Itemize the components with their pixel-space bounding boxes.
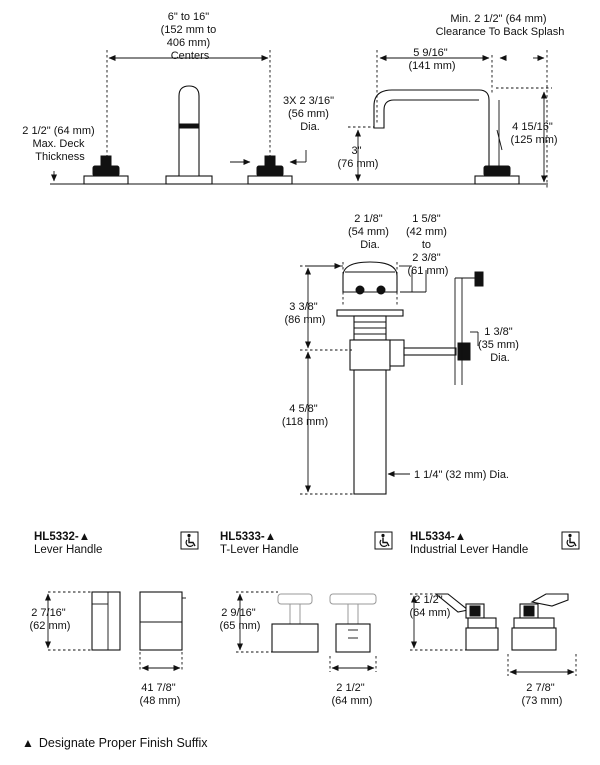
lever-height-label: 2 7/16" (62 mm) — [30, 607, 71, 632]
finish-suffix-note: ▲ Designate Proper Finish Suffix — [22, 736, 208, 750]
body-height-label: 3 3/8" (86 mm) — [285, 301, 326, 326]
spout-height-label: 4 15/16" (125 mm) — [510, 121, 557, 146]
hole-diameter-label: 3X 2 3/16" (56 mm) Dia. — [283, 95, 337, 133]
faucet-elevation — [50, 50, 552, 188]
industrial-lever-handle-drawing — [410, 593, 577, 676]
drain-dimension-labels: 2 1/8" (54 mm) Dia. 1 5/8" (42 mm) to 2 … — [282, 213, 522, 481]
body-range-label: 1 5/8" (42 mm) to 2 3/8" (61 mm) — [406, 213, 450, 277]
lever-width-label: 41 7/8" (48 mm) — [140, 682, 181, 707]
reach-label: 5 9/16" (141 mm) — [408, 47, 455, 72]
centers-label: 6" to 16" (152 mm to 406 mm) Centers — [161, 11, 220, 62]
handle-name-3: Industrial Lever Handle — [410, 544, 528, 556]
lever-handle-drawing — [45, 591, 186, 672]
deck-thickness-label: 2 1/2" (64 mm) Max. Deck Thickness — [22, 125, 97, 163]
handle-titles: HL5332-▲ Lever Handle HL5333-▲ T-Lever H… — [34, 531, 528, 556]
tailpiece-label: 1 1/4" (32 mm) Dia. — [414, 469, 509, 481]
handle-model-3: HL5334-▲ — [410, 531, 466, 543]
left-valve — [83, 155, 129, 185]
spout-underside-label: 3" (76 mm) — [338, 145, 379, 170]
right-valve — [247, 155, 293, 185]
t-lever-height-label: 2 9/16" (65 mm) — [220, 607, 261, 632]
side-spout — [373, 89, 520, 185]
industrial-lever-width-label: 2 7/8" (73 mm) — [522, 682, 563, 707]
handle-model-1: HL5332-▲ — [34, 531, 90, 543]
triangle-icon: ▲ — [22, 736, 34, 750]
flange-diameter-label: 2 1/8" (54 mm) Dia. — [348, 213, 392, 251]
drain-assembly — [300, 261, 484, 495]
t-lever-width-label: 2 1/2" (64 mm) — [332, 682, 373, 707]
tail-length-label: 4 5/8" (118 mm) — [282, 403, 328, 428]
t-lever-handle-drawing — [236, 591, 377, 672]
wheelchair-accessible-icon — [374, 531, 393, 550]
wheelchair-accessible-icon — [561, 531, 580, 550]
finish-suffix-text: Designate Proper Finish Suffix — [38, 736, 208, 750]
industrial-lever-height-label: 2 1/2" (64 mm) — [410, 594, 451, 619]
handle-name-1: Lever Handle — [34, 544, 102, 556]
clearance-label: Min. 2 1/2" (64 mm) Clearance To Back Sp… — [436, 13, 565, 38]
lift-rod-label: 1 3/8" (35 mm) Dia. — [478, 326, 522, 364]
wheelchair-accessible-icon — [180, 531, 199, 550]
handle-name-2: T-Lever Handle — [220, 544, 299, 556]
handle-model-2: HL5333-▲ — [220, 531, 276, 543]
center-spout — [165, 85, 213, 185]
top-dimension-labels: 6" to 16" (152 mm to 406 mm) Centers Min… — [22, 11, 564, 170]
